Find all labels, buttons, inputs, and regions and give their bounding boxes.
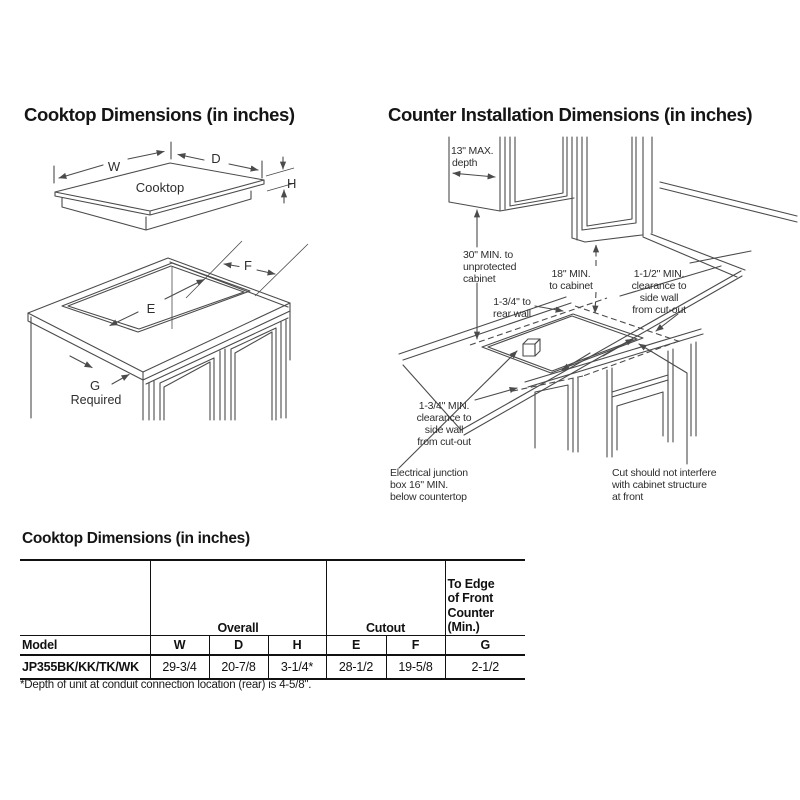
counter-cutout-drawing	[27, 257, 291, 381]
svg-text:with cabinet structure: with cabinet structure	[611, 479, 707, 491]
col-header-e: E	[325, 634, 387, 655]
cell-w: 29-3/4	[149, 653, 209, 679]
dim-label-f: F	[244, 258, 252, 273]
dim-label-g: G	[90, 378, 100, 393]
dim-w-arrows	[53, 141, 172, 184]
clearance-dashed-outline	[469, 297, 682, 392]
left-diagram-title: Cooktop Dimensions (in inches)	[24, 104, 295, 125]
cooktop-drawing	[54, 162, 265, 231]
table-row-jp355: JP355BK/KK/TK/WK 29-3/4 20-7/8 3-1/4* 28…	[20, 653, 526, 679]
col-header-g: G	[444, 634, 526, 655]
base-cabinet-drawing-left	[30, 310, 291, 421]
cell-model: JP355BK/KK/TK/WK	[20, 653, 150, 679]
label-rear-wall: 1-3/4" to	[493, 296, 531, 308]
base-cabinet-drawing-right	[524, 328, 704, 458]
annotation-arrows	[398, 170, 752, 469]
annotation-text: 13" MAX. depth 30" MIN. to unprotected c…	[390, 145, 717, 503]
label-min-30: 30" MIN. to	[463, 249, 513, 261]
cell-e: 28-1/2	[325, 653, 387, 679]
table-footnote: *Depth of unit at conduit connection loc…	[20, 679, 312, 691]
dim-label-w: W	[108, 159, 121, 174]
label-clearance-left: 1-3/4" MIN.	[419, 400, 470, 412]
dim-label-g-required: Required	[71, 393, 122, 407]
dim-f-arrows	[223, 243, 309, 297]
table-title: Cooktop Dimensions (in inches)	[22, 530, 250, 547]
dim-e-arrows	[109, 240, 243, 327]
svg-text:side wall: side wall	[425, 424, 463, 436]
label-clearance-right: 1-1/2" MIN.	[634, 268, 685, 280]
label-junction-box: Electrical junction	[390, 467, 468, 479]
label-cut-note: Cut should not interfere	[612, 467, 717, 479]
wall-cabinet-drawing	[448, 136, 653, 243]
dim-h-arrows	[265, 156, 296, 204]
svg-text:to cabinet: to cabinet	[549, 280, 593, 292]
group-header-cutout: Cutout	[325, 560, 446, 635]
group-header-overall: Overall	[149, 560, 327, 635]
svg-text:from cut-out: from cut-out	[632, 304, 686, 316]
svg-text:clearance to: clearance to	[417, 412, 472, 424]
counter-installation-diagram: 13" MAX. depth 30" MIN. to unprotected c…	[390, 136, 798, 503]
dim-d-arrows	[177, 152, 263, 179]
right-diagram-title: Counter Installation Dimensions (in inch…	[388, 104, 753, 125]
group-header-row: Overall Cutout To Edge of Front Counter …	[20, 560, 526, 635]
svg-text:box 16" MIN.: box 16" MIN.	[390, 479, 448, 491]
dim-label-h: H	[287, 176, 296, 191]
group-header-spacer	[20, 560, 150, 635]
dim-label-d: D	[211, 151, 220, 166]
cell-f: 19-5/8	[385, 653, 446, 679]
countertop-cutout-drawing	[398, 265, 743, 436]
svg-text:rear wall: rear wall	[493, 308, 531, 320]
col-header-f: F	[385, 634, 446, 655]
svg-text:from cut-out: from cut-out	[417, 436, 471, 448]
group-header-front-edge: To Edge of Front Counter (Min.)	[444, 560, 526, 635]
cell-h: 3-1/4*	[267, 653, 327, 679]
svg-text:side wall: side wall	[640, 292, 678, 304]
svg-text:depth: depth	[452, 157, 478, 169]
cooktop-dimensions-diagram: W D H Cooktop E F G Required	[27, 141, 309, 421]
cell-d: 20-7/8	[208, 653, 268, 679]
col-header-h: H	[267, 634, 327, 655]
label-min-18: 18" MIN.	[552, 268, 591, 280]
svg-text:cabinet: cabinet	[463, 273, 496, 285]
svg-text:clearance to: clearance to	[632, 280, 687, 292]
label-max-depth: 13" MAX.	[451, 145, 493, 157]
side-wall-drawing	[642, 181, 798, 278]
col-header-w: W	[149, 634, 209, 655]
svg-text:unprotected: unprotected	[463, 261, 517, 273]
dim-g-arrows	[69, 355, 130, 385]
junction-box	[522, 338, 541, 357]
cell-g: 2-1/2	[444, 653, 526, 679]
cooktop-label: Cooktop	[136, 180, 184, 195]
col-header-model: Model	[20, 634, 150, 655]
svg-text:below countertop: below countertop	[390, 491, 467, 503]
dim-label-e: E	[147, 301, 156, 316]
column-header-row: Model W D H E F G	[20, 634, 526, 655]
col-header-d: D	[208, 634, 268, 655]
spec-table: Overall Cutout To Edge of Front Counter …	[20, 559, 526, 680]
svg-text:at front: at front	[612, 491, 643, 503]
